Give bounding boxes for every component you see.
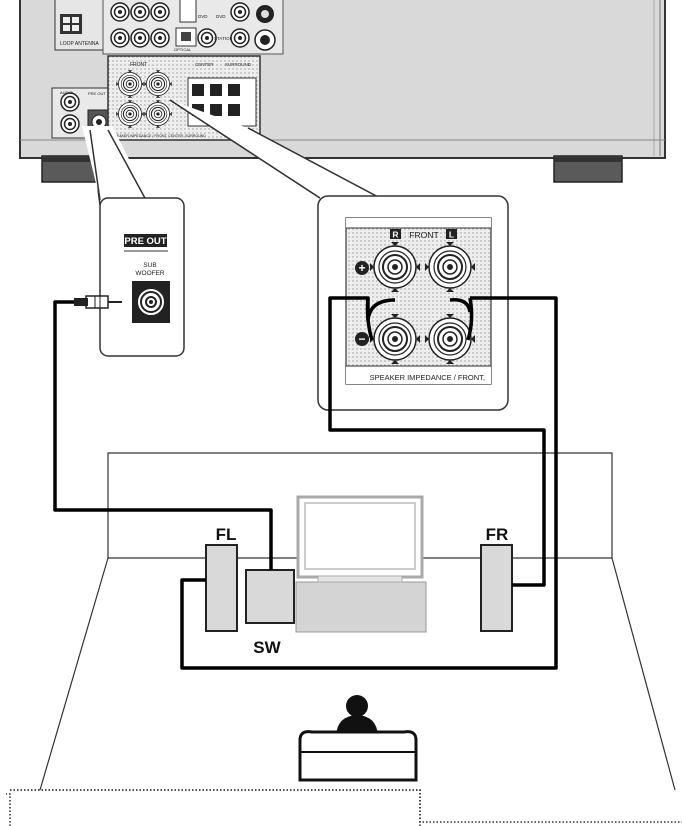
antenna-terminal: LOOP ANTENNA (54, 0, 106, 51)
front-title: FRONT (409, 230, 438, 240)
front-left-channel: L (449, 230, 454, 240)
subwoofer-label-line1: SUB (143, 262, 156, 269)
audio-label: AUDIO (60, 90, 73, 95)
station-label: STATION (214, 36, 233, 41)
dvd-label: DVD (216, 14, 226, 19)
speaker-fl-label: FL (216, 525, 237, 544)
preout-title: PRE OUT (124, 236, 166, 247)
plus-symbol: + (358, 261, 365, 275)
rca-plug (74, 295, 122, 309)
speaker-fr: FR (480, 525, 513, 632)
listener-seat (298, 695, 418, 782)
speaker-fl: FL (205, 525, 238, 632)
antenna-label: LOOP ANTENNA (60, 41, 99, 47)
preout-small-label: PRE OUT (88, 91, 106, 96)
preout-title-badge (124, 234, 167, 247)
upper-jack-row: OPTICAL DVD STATION DVD (102, 0, 284, 55)
television (295, 495, 427, 633)
minus-symbol: − (358, 332, 365, 346)
surround-small-label: SURROUND (225, 62, 252, 67)
preout-callout: PRE OUT SUB WOOFER (74, 126, 185, 357)
front-right-cable (180, 296, 558, 670)
dvd-small-label: DVD (198, 14, 208, 19)
cables (53, 296, 558, 670)
subwoofer-cable (53, 300, 273, 570)
center-small-label: CENTER (195, 62, 214, 67)
optical-label: OPTICAL (174, 47, 192, 52)
front-callout: R FRONT L + − SPEAKER IMPEDANCE / FRONT, (169, 99, 509, 411)
speaker-terminal-panel: FRONT CENTER SURROUND SPEAKER IMPEDANCE … (107, 55, 261, 141)
front-footer-label: SPEAKER IMPEDANCE / FRONT, (370, 373, 485, 382)
speaker-fr-label: FR (486, 525, 509, 544)
subwoofer-label-line2: WOOFER (135, 270, 165, 277)
front-small-label: FRONT (130, 62, 147, 68)
subwoofer: SW (245, 569, 295, 657)
impedance-small-label: SPEAKER IMPEDANCE / FRONT, CENTER, SURRO… (112, 134, 206, 138)
listener-head (346, 695, 368, 717)
subwoofer-label: SW (253, 638, 281, 657)
receiver-rear-panel: LOOP ANTENNA OPTICAL DVD STATION DVD PRE… (19, 0, 666, 183)
front-right-channel: R (392, 230, 398, 240)
